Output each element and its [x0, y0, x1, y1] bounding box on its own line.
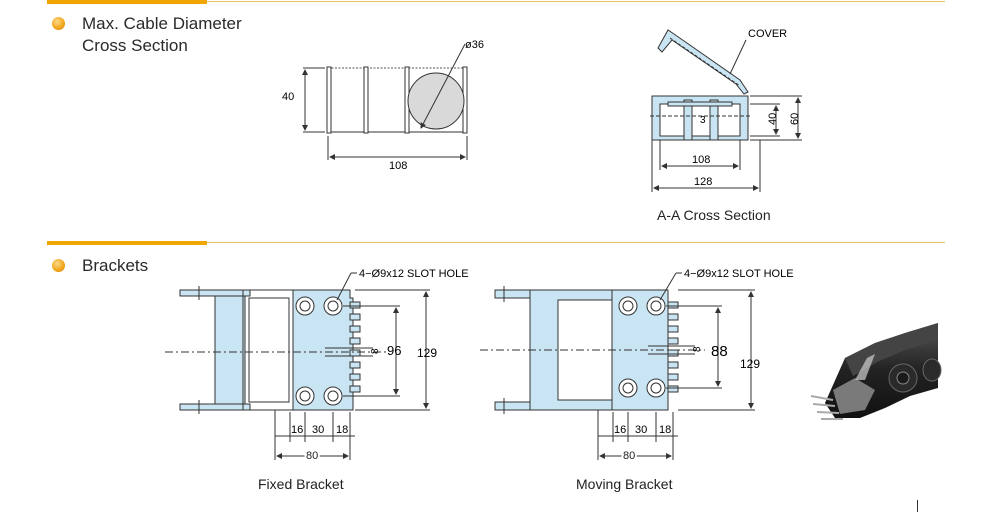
- width-label: 108: [389, 160, 407, 172]
- aa-cross-section-diagram: COVER 3 40 60 108 128: [650, 28, 802, 192]
- dim-96: 96: [387, 343, 401, 358]
- title-line1: Max. Cable Diameter: [82, 14, 242, 33]
- title-line2: Cross Section: [82, 36, 188, 55]
- aa-section-caption: A-A Cross Section: [657, 207, 771, 223]
- accent-bar: [47, 241, 207, 245]
- dim-30: 30: [312, 424, 324, 436]
- divider-line: [207, 242, 945, 243]
- page-corner-line: [917, 500, 918, 512]
- dim-30: 30: [635, 424, 647, 436]
- dim-16: 16: [614, 424, 626, 436]
- height-label: 40: [282, 91, 294, 103]
- bullet-icon: [52, 17, 65, 30]
- section-title-cable: Max. Cable Diameter Cross Section: [82, 13, 242, 57]
- dim40: 40: [767, 113, 779, 125]
- dim128: 128: [694, 176, 712, 188]
- slot-hole-label: 4−Ø9x12 SLOT HOLE: [684, 268, 794, 280]
- fixed-bracket-caption: Fixed Bracket: [258, 476, 344, 492]
- dim-8: 8: [370, 348, 381, 354]
- section-title-brackets: Brackets: [82, 256, 149, 275]
- divider-line: [207, 1, 945, 2]
- slot-hole-label: 4−Ø9x12 SLOT HOLE: [359, 268, 469, 280]
- diameter-label: ø36: [465, 39, 484, 51]
- cable-chain-photo: [810, 323, 942, 420]
- dim108: 108: [692, 154, 710, 166]
- dim-80: 80: [306, 450, 318, 462]
- moving-bracket-diagram: 4−Ø9x12 SLOT HOLE 8 88 129 16 30 18 80: [480, 268, 794, 464]
- moving-bracket-caption: Moving Bracket: [576, 476, 673, 492]
- dim60: 60: [789, 113, 801, 125]
- dim-129: 129: [417, 346, 437, 360]
- cable-cross-section-diagram: ø36 40 108: [282, 39, 484, 172]
- dim-88: 88: [711, 343, 728, 360]
- dim-129: 129: [740, 357, 760, 371]
- dim-18: 18: [336, 424, 348, 436]
- dim-18: 18: [659, 424, 671, 436]
- cover-label: COVER: [748, 28, 787, 40]
- dim-16: 16: [291, 424, 303, 436]
- inner-label: 3: [700, 115, 706, 126]
- bullet-icon: [52, 259, 65, 272]
- accent-bar: [47, 0, 207, 4]
- fixed-bracket-diagram: 4−Ø9x12 SLOT HOLE 8 96 129 16 30 18 80: [165, 268, 469, 464]
- section-header-bar: [0, 0, 981, 4]
- dim-80: 80: [623, 450, 635, 462]
- dim-8: 8: [692, 346, 703, 352]
